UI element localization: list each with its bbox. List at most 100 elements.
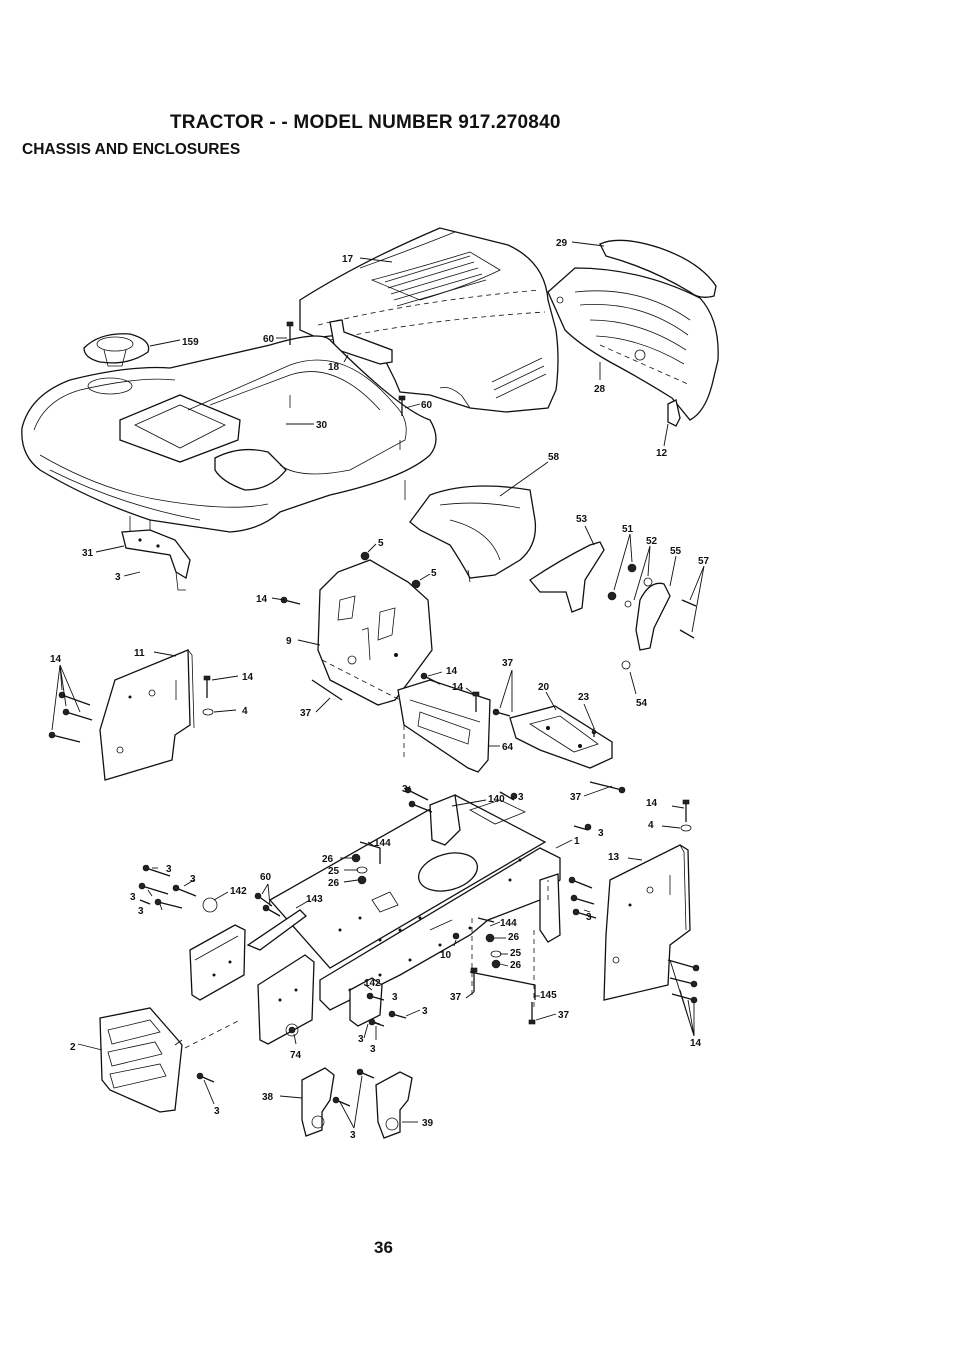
side-panel-part-11: [99, 649, 195, 781]
callout-3: 3: [392, 992, 398, 1003]
cupholder-part-159: [83, 333, 150, 367]
callout-58: 58: [548, 452, 560, 463]
dash-bracket-part-9: [317, 559, 433, 706]
callout-74: 74: [290, 1050, 302, 1061]
page-title: TRACTOR - - MODEL NUMBER 917.270840: [170, 112, 561, 133]
bracket-part-38: [301, 1067, 335, 1137]
leader-lines: [51, 241, 705, 1129]
callout-37: 37: [570, 792, 582, 803]
callout-38: 38: [262, 1092, 274, 1103]
insert-part-29: [599, 239, 717, 298]
callout-140: 140: [488, 794, 505, 805]
callout-3: 3: [598, 828, 604, 839]
callout-37: 37: [450, 992, 462, 1003]
page-number: 36: [374, 1238, 393, 1257]
callout-60: 60: [260, 872, 272, 883]
bracket-part-55: [635, 582, 671, 651]
front-plate-part-2: [99, 1007, 241, 1113]
callout-18: 18: [328, 362, 340, 373]
callout-13: 13: [608, 852, 620, 863]
callout-9: 9: [286, 636, 292, 647]
callout-2: 2: [70, 1042, 76, 1053]
bracket-part-39: [375, 1071, 413, 1139]
callout-37: 37: [558, 1010, 570, 1021]
hardware-group-51-52-57: [607, 563, 697, 670]
bracket-part-39-hole: [385, 1117, 399, 1131]
callout-3: 3: [115, 572, 121, 583]
callout-143: 143: [306, 894, 323, 905]
plate-part-142-lower: [257, 954, 315, 1045]
plate-part-142-upper: [189, 897, 246, 1001]
dash-panel-part-28: [547, 267, 719, 421]
callout-14: 14: [452, 682, 464, 693]
clip-part-12: [667, 399, 681, 427]
callout-55: 55: [670, 546, 682, 557]
seat-bracket-part-31: [121, 516, 191, 591]
bracket-part-53: [529, 541, 605, 613]
callout-57: 57: [698, 556, 710, 567]
bracket-part-142-mid: [349, 977, 383, 1027]
callout-52: 52: [646, 536, 658, 547]
callout-3: 3: [518, 792, 524, 803]
fasteners: [48, 321, 700, 1107]
side-panel-part-13: [603, 844, 691, 1001]
callout-142: 142: [230, 886, 247, 897]
callout-3: 3: [190, 874, 196, 885]
callout-25: 25: [328, 866, 340, 877]
callout-64: 64: [502, 742, 514, 753]
callout-3: 3: [214, 1106, 220, 1117]
callout-3: 3: [166, 864, 172, 875]
callout-3: 3: [370, 1044, 376, 1055]
callout-23: 23: [578, 692, 590, 703]
callout-3: 3: [350, 1130, 356, 1141]
callout-20: 20: [538, 682, 550, 693]
callout-14: 14: [446, 666, 458, 677]
callout-39: 39: [422, 1118, 434, 1129]
callout-54: 54: [636, 698, 648, 709]
shield-part-58: [409, 485, 537, 583]
callout-51: 51: [622, 524, 634, 535]
callout-29: 29: [556, 238, 568, 249]
callout-26: 26: [322, 854, 334, 865]
callout-26: 26: [328, 878, 340, 889]
callout-14: 14: [256, 594, 268, 605]
callout-159: 159: [182, 337, 199, 348]
callout-5: 5: [378, 538, 384, 549]
callout-3: 3: [130, 892, 136, 903]
callout-11: 11: [134, 648, 145, 659]
callout-10: 10: [440, 950, 452, 961]
bracket-plate-part-20: [509, 705, 613, 769]
callout-1: 1: [574, 836, 580, 847]
callout-31: 31: [82, 548, 94, 559]
callout-14: 14: [50, 654, 62, 665]
callout-144: 144: [500, 918, 517, 929]
callout-145: 145: [540, 990, 557, 1001]
callout-60: 60: [263, 334, 275, 345]
rod-part-145: [469, 971, 536, 1000]
callout-14: 14: [242, 672, 254, 683]
section-heading: CHASSIS AND ENCLOSURES: [22, 141, 241, 158]
callout-14: 14: [646, 798, 658, 809]
callout-3: 3: [138, 906, 144, 917]
running-board-part-30: [21, 335, 437, 533]
callout-25: 25: [510, 948, 522, 959]
callout-142: 142: [364, 978, 381, 989]
callout-3: 3: [402, 784, 408, 795]
callout-26: 26: [510, 960, 522, 971]
callout-3: 3: [358, 1034, 364, 1045]
callout-3: 3: [586, 912, 592, 923]
callout-14: 14: [690, 1038, 702, 1049]
callout-53: 53: [576, 514, 588, 525]
frame-part-1: [268, 794, 561, 1011]
callout-5: 5: [431, 568, 437, 579]
callout-26: 26: [508, 932, 520, 943]
bracket-part-38-hole: [311, 1115, 325, 1129]
callout-17: 17: [342, 254, 354, 265]
callout-4: 4: [648, 820, 654, 831]
callout-labels: 17 29 159 60 18 60 30 28 12 58 5 5 31 3 …: [50, 238, 710, 1141]
callout-3: 3: [422, 1006, 428, 1017]
callout-30: 30: [316, 420, 328, 431]
callout-37: 37: [502, 658, 514, 669]
callout-12: 12: [656, 448, 668, 459]
